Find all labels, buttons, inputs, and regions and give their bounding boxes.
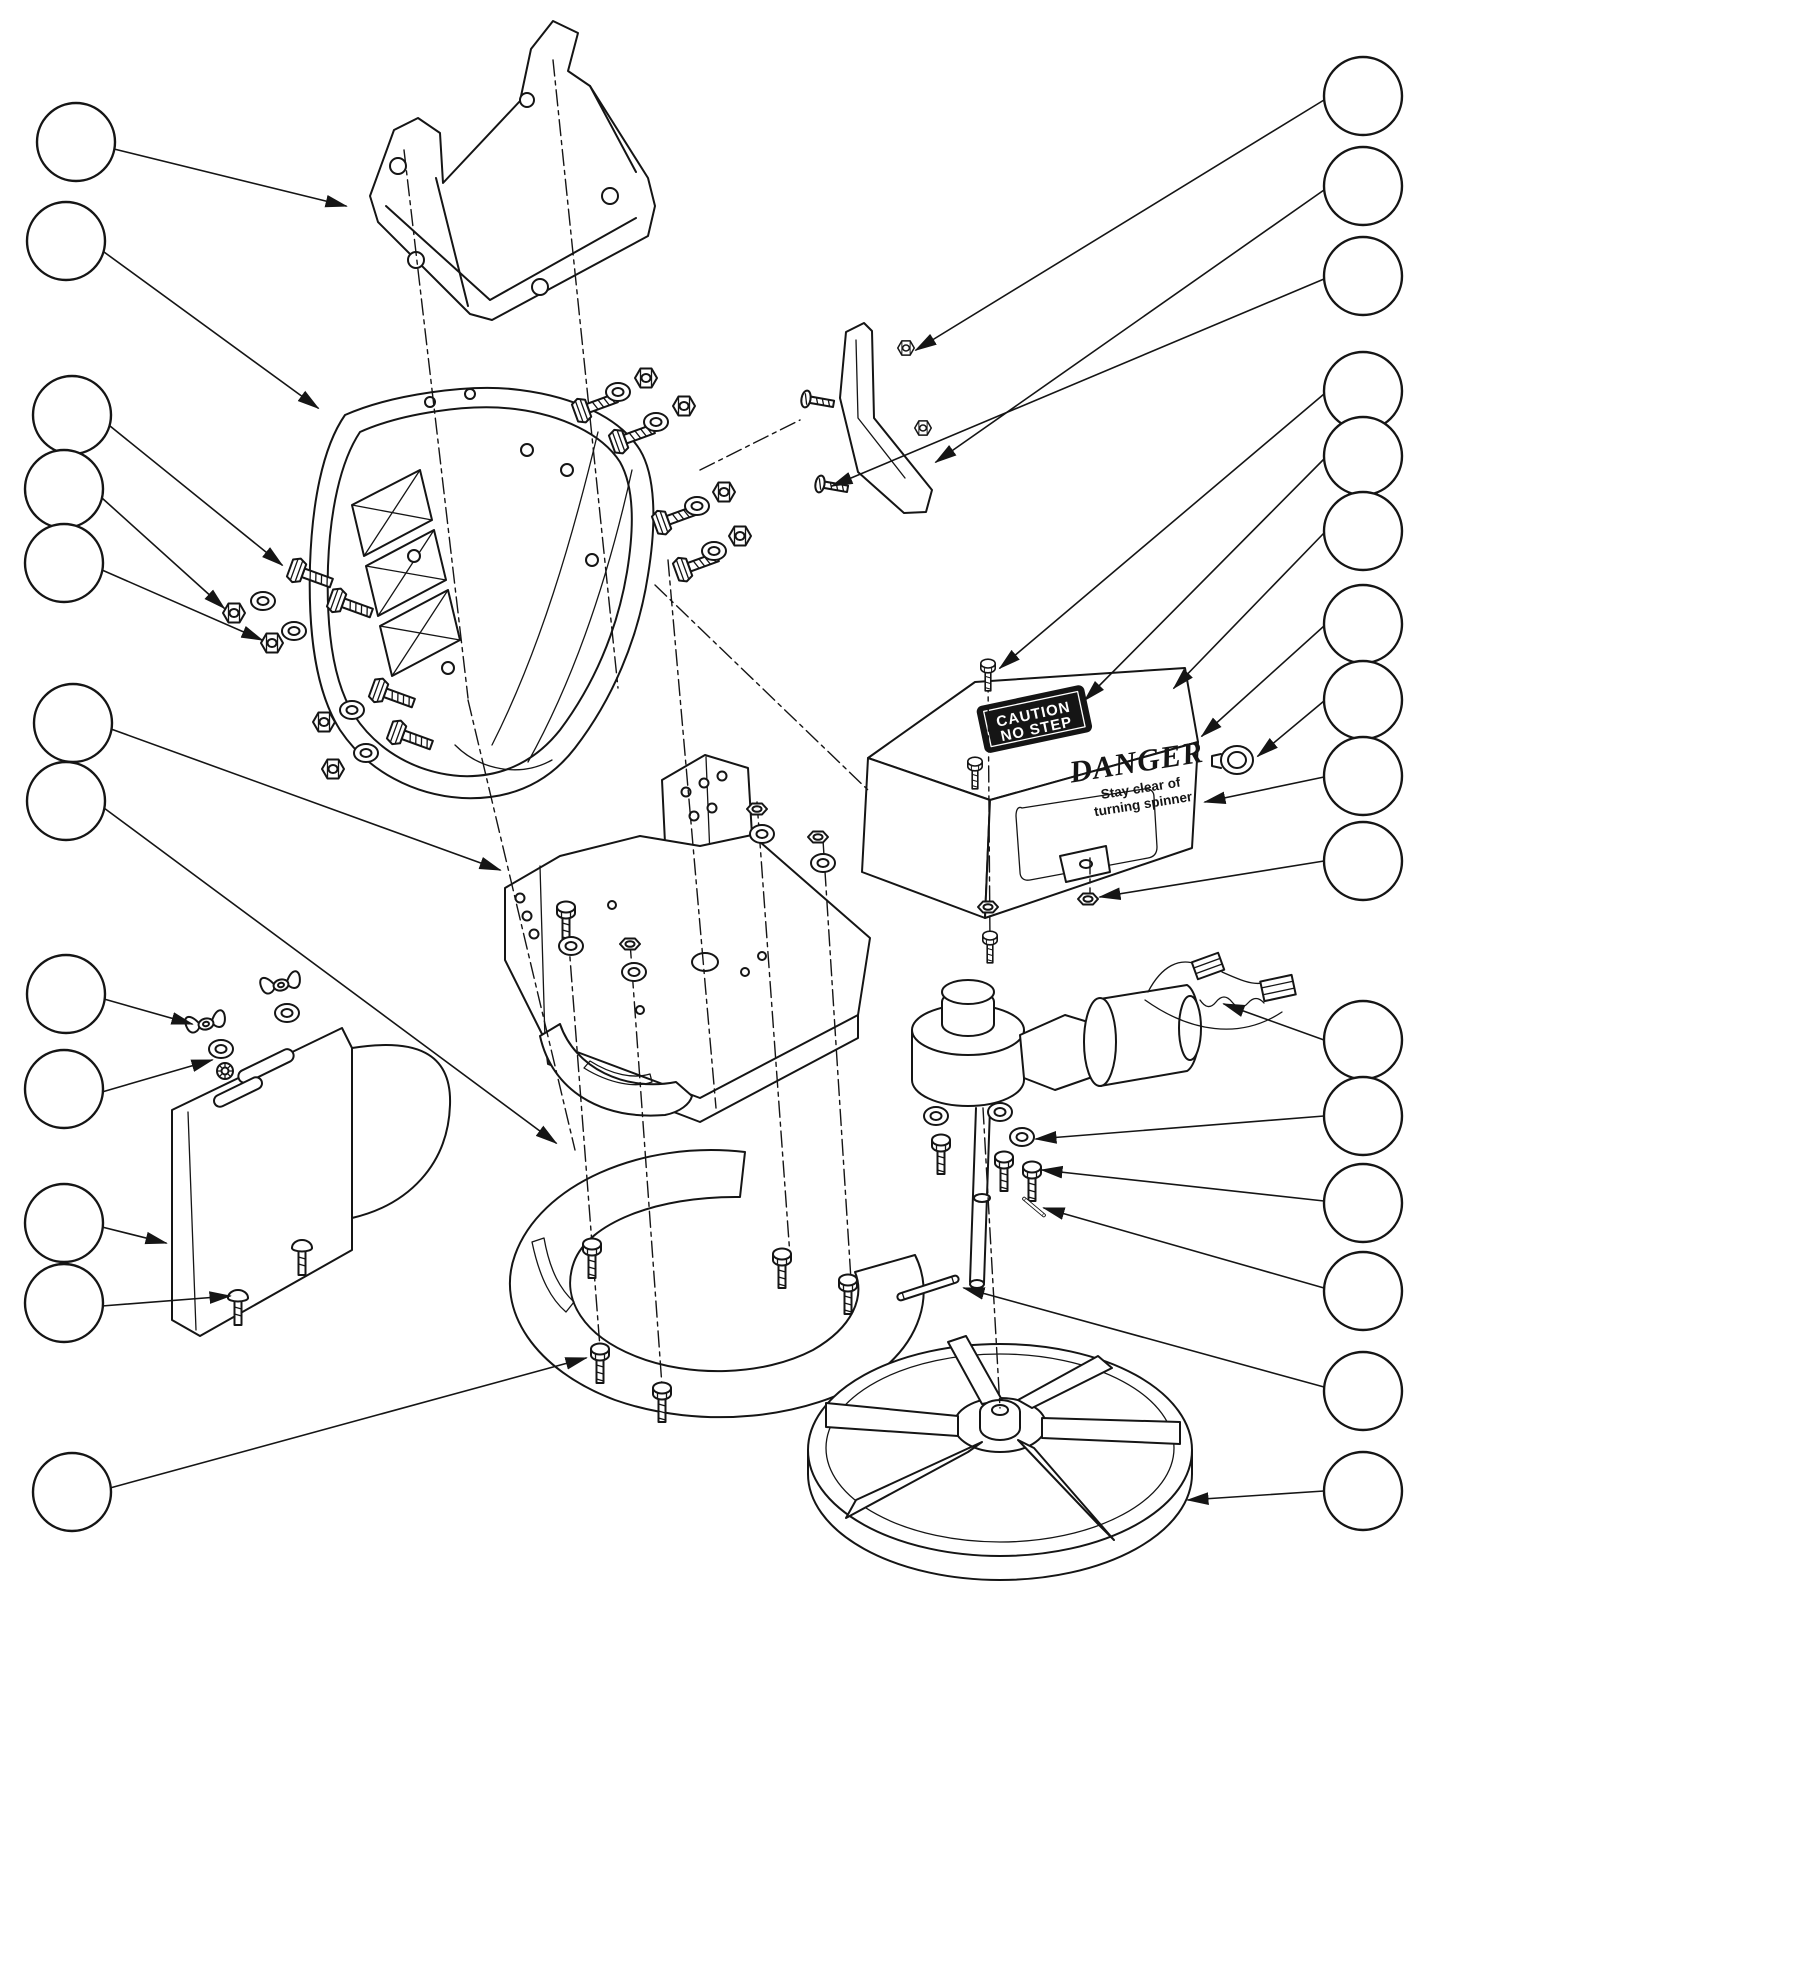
callout-balloon xyxy=(31,1451,113,1533)
center-lines xyxy=(403,59,1091,1409)
callout-balloon xyxy=(1322,415,1404,497)
callout-balloon xyxy=(1322,1162,1404,1244)
part-plug-connector xyxy=(1211,745,1254,775)
part-chute-housing xyxy=(308,387,655,800)
callout-balloon xyxy=(23,522,105,604)
callout-balloon xyxy=(23,1262,105,1344)
callout-balloon xyxy=(1322,735,1404,817)
part-spinner-disc xyxy=(807,1335,1193,1581)
callout-balloon xyxy=(1322,583,1404,665)
callout-balloon xyxy=(35,101,117,183)
callout-balloon xyxy=(32,682,114,764)
callout-balloon xyxy=(25,760,107,842)
callout-balloon xyxy=(1322,999,1404,1081)
callout-balloon xyxy=(31,374,113,456)
part-top-mount-bracket xyxy=(369,20,656,321)
leader-lines xyxy=(101,99,1325,1505)
callout-balloon xyxy=(1322,1450,1404,1532)
part-deflector-vane xyxy=(839,322,933,514)
callout-balloon xyxy=(1322,1250,1404,1332)
callout-balloon xyxy=(1322,659,1404,741)
callout-balloon xyxy=(23,1048,105,1130)
callout-balloon xyxy=(1322,145,1404,227)
callout-balloon xyxy=(23,1182,105,1264)
callout-balloon xyxy=(25,200,107,282)
callout-balloon xyxy=(1322,820,1404,902)
callout-balloon xyxy=(1322,490,1404,572)
part-motor-cover: CAUTION NO STEP DANGER Stay clear of tur… xyxy=(861,667,1206,919)
callout-balloon xyxy=(23,448,105,530)
callout-balloons-right xyxy=(1322,55,1404,1532)
callout-balloon xyxy=(1322,1350,1404,1432)
callout-balloon xyxy=(1322,1075,1404,1157)
part-gearbox-motor xyxy=(911,951,1297,1289)
callout-balloons-left xyxy=(23,101,117,1533)
part-deflector-shield xyxy=(171,1027,452,1337)
part-mount-plate xyxy=(504,754,871,1123)
callout-balloon xyxy=(25,953,107,1035)
callout-balloon xyxy=(1322,235,1404,317)
callout-balloon xyxy=(1322,55,1404,137)
